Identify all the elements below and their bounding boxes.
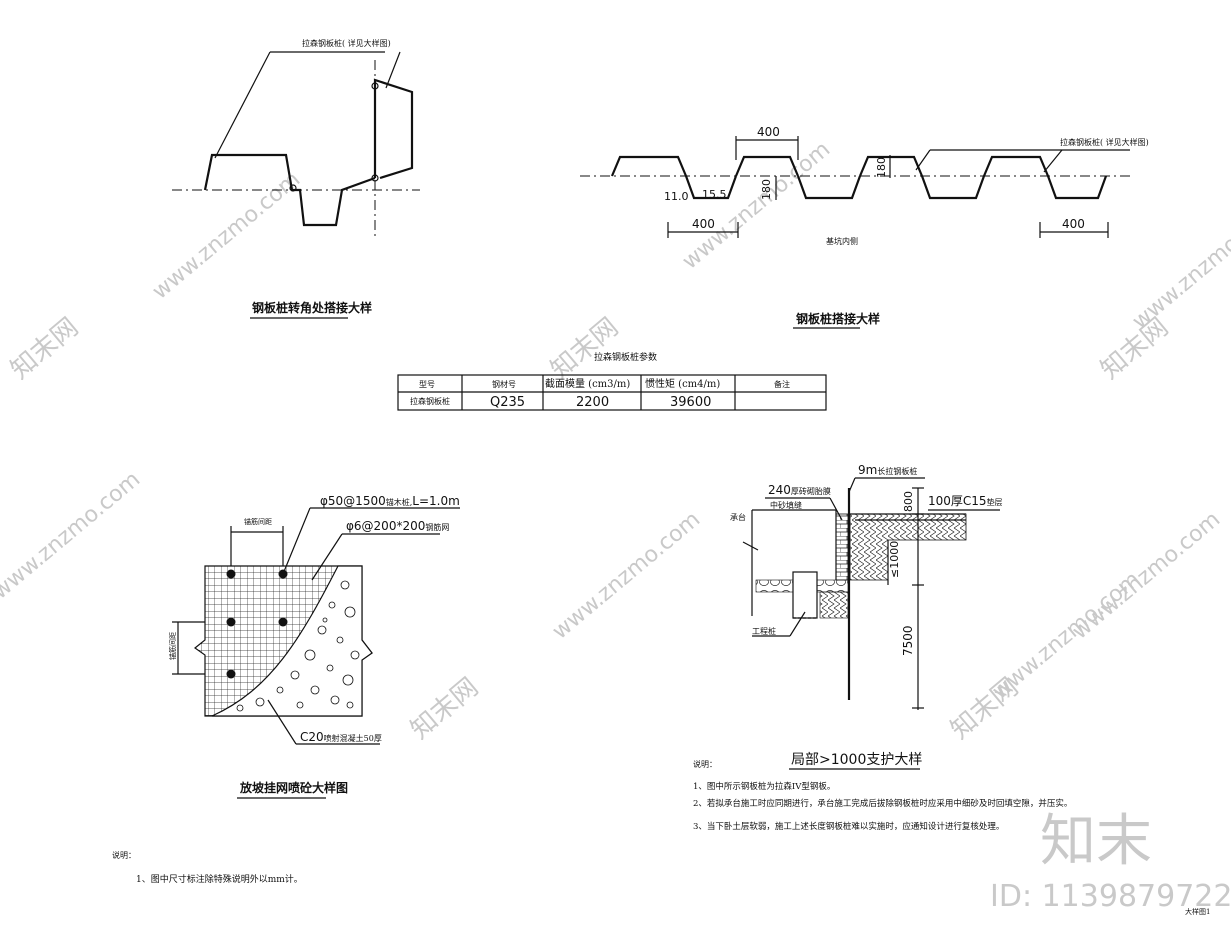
- detail-title: 放坡挂网喷砼大样图: [239, 780, 348, 795]
- note-item: 1、图中尺寸标注除特殊说明外以mm计。: [136, 873, 303, 885]
- support-detail: 800 ≤1000 7500 9m长拉钢板桩 240厚砖砌胎膜 中砂填缝 承台 …: [730, 463, 1003, 770]
- brand-logo: 知末 ID: 1139879722: [990, 809, 1231, 914]
- table-cell: Q235: [490, 395, 525, 410]
- watermark-text: 知末网: [5, 312, 84, 385]
- dim-label: 400: [757, 125, 780, 139]
- notes-heading: 说明：: [693, 759, 717, 769]
- table-header: 惯性矩 (cm4/m): [645, 377, 720, 390]
- logo-text: 知末: [1040, 809, 1152, 874]
- table-header: 钢材号: [492, 379, 516, 389]
- watermark-text: www.znzmo.com: [1128, 197, 1231, 335]
- pit-side-label: 基坑内侧: [826, 236, 858, 246]
- callout-label: 拉森钢板桩( 详见大样图): [1060, 137, 1149, 147]
- corner-detail: 拉森钢板桩( 详见大样图) 钢板桩转角处搭接大样: [172, 38, 420, 319]
- watermark-text: www.znzmo.com: [0, 467, 145, 605]
- watermark-text: www.znzmo.com: [148, 167, 305, 305]
- mesh-label: φ6@200*200钢筋网: [346, 519, 449, 533]
- callout-label: 拉森钢板桩( 详见大样图): [302, 38, 391, 48]
- table-cell: 拉森钢板桩: [410, 396, 450, 406]
- watermark-text: www.znzmo.com: [548, 507, 705, 645]
- cap-label: 承台: [730, 512, 746, 522]
- dim-label: 7500: [901, 625, 915, 656]
- dim-label: ≤1000: [888, 541, 901, 578]
- watermark-text: 知末网: [405, 672, 484, 745]
- detail-title: 钢板桩搭接大样: [796, 311, 880, 326]
- spacing-label-h: 锚筋间距: [244, 517, 272, 526]
- notes-right: 说明： 1、图中所示钢板桩为拉森IV型钢板。 2、若拟承台施工时应同期进行，承台…: [693, 759, 1072, 832]
- cushion-label: 100厚C15垫层: [928, 494, 1003, 508]
- watermark-layer: www.znzmo.com 知末网 www.znzmo.com 知末网 www.…: [0, 137, 1231, 746]
- concrete-label: C20喷射混凝土50厚: [300, 730, 382, 744]
- table-header: 截面模量 (cm3/m): [545, 377, 630, 390]
- concrete-aggregate: [236, 580, 360, 712]
- pile-type-label: 工程桩: [752, 626, 776, 636]
- lap-detail: 400 400 400 180 180 11.0 15.5 拉森钢板桩( 详见大…: [580, 125, 1149, 329]
- param-table: 拉森钢板桩参数 型号 钢材号 截面模量 (cm3/m) 惯性矩 (cm4/m) …: [397, 351, 827, 411]
- brick-label: 240厚砖砌胎膜: [768, 483, 831, 497]
- table-cell: 39600: [670, 395, 711, 410]
- watermark-text: 知末网: [545, 312, 624, 385]
- sand-label: 中砂填缝: [770, 500, 802, 510]
- dim-label: 180: [760, 179, 773, 200]
- slope-detail: 锚筋间距 锚筋间距 φ50@1500锚木桩,L=1.0m φ6@200*200钢…: [168, 494, 460, 799]
- dim-label: 400: [1062, 217, 1085, 231]
- spacing-label-v: 锚筋间距: [168, 632, 177, 660]
- watermark-text: www.znzmo.com: [988, 567, 1145, 705]
- note-item: 1、图中所示钢板桩为拉森IV型钢板。: [693, 781, 835, 792]
- dim-label: 400: [692, 217, 715, 231]
- notes-left: 说明： 1、图中尺寸标注除特殊说明外以mm计。: [112, 850, 303, 885]
- notes-heading: 说明：: [112, 850, 136, 860]
- dim-label: 15.5: [702, 188, 727, 201]
- sheet-tag: 大样图1: [1185, 907, 1210, 916]
- detail-title: 钢板桩转角处搭接大样: [252, 300, 372, 315]
- table-title: 拉森钢板桩参数: [594, 351, 657, 363]
- note-item: 3、当下卧土层软弱，施工上述长度钢板桩难以实施时，应通知设计进行复核处理。: [693, 821, 1004, 832]
- table-header: 型号: [419, 380, 435, 389]
- dim-label: 11.0: [664, 190, 689, 203]
- pile-label: 9m长拉钢板桩: [858, 463, 917, 477]
- dim-label: 800: [902, 491, 915, 512]
- table-header: 备注: [774, 379, 790, 389]
- id-text: ID: 1139879722: [990, 879, 1231, 914]
- table-cell: 2200: [576, 395, 609, 410]
- note-item: 2、若拟承台施工时应同期进行，承台施工完成后拔除钢板桩时应采用中细砂及时回填空隙…: [693, 798, 1072, 809]
- detail-title: 局部>1000支护大样: [791, 752, 922, 768]
- anchor-label: φ50@1500锚木桩,L=1.0m: [320, 494, 460, 508]
- dim-label: 180: [875, 157, 888, 178]
